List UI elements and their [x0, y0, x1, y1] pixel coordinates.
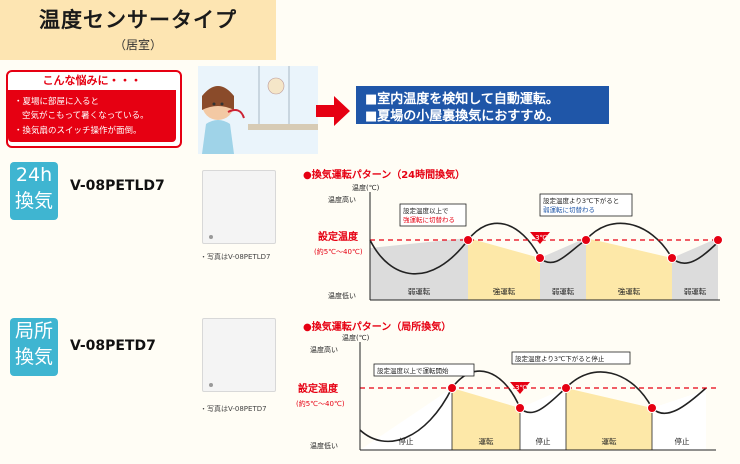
drop-badge-shape — [530, 232, 550, 244]
segment-fill-1 — [360, 388, 452, 450]
callout-down-box — [511, 351, 631, 365]
axis-high: 温度高い — [310, 345, 338, 354]
segment-fill-3 — [520, 388, 566, 450]
model-name-2: V-08PETD7 — [70, 338, 156, 354]
badge-24h-line-2: 換気 — [14, 190, 53, 212]
callout-down-box — [539, 193, 633, 217]
switch-point-2 — [515, 403, 525, 413]
segment-fill-5 — [652, 390, 706, 450]
worry-line-3: ・換気扇のスイッチ操作が面倒。 — [14, 126, 142, 136]
switch-point-5 — [713, 235, 723, 245]
switch-point-3 — [561, 383, 571, 393]
badge-24h: 24h 換気 — [10, 162, 58, 220]
segment-label-2: 運転 — [479, 437, 494, 446]
segment-label-4: 強運転 — [618, 286, 641, 296]
drop-badge-shape — [510, 382, 530, 394]
feature-line-1: ■室内温度を検知して自動運転。 — [365, 92, 559, 107]
product-photo-2 — [202, 318, 276, 392]
model-name-1: V-08PETLD7 — [70, 178, 165, 194]
callout-up-line-1: 設定温度以上で — [403, 206, 449, 215]
segment-label-1: 停止 — [399, 436, 414, 446]
segment-label-3: 弱運転 — [552, 287, 575, 296]
switch-point-3 — [581, 235, 591, 245]
switch-point-4 — [647, 403, 657, 413]
segment-fill-2 — [452, 388, 520, 450]
worry-body — [8, 90, 176, 142]
switch-point-2 — [535, 253, 545, 263]
callout-down-line-1: 設定温度より3℃下がると — [543, 196, 619, 205]
callout-down-line-1: 設定温度より3℃下がると停止 — [515, 354, 605, 363]
header-banner — [0, 0, 276, 60]
segment-label-1: 弱運転 — [408, 287, 431, 296]
axis-high: 温度高い — [328, 195, 356, 204]
pattern-title-1: ●換気運転パターン（24時間換気） — [303, 170, 466, 181]
photo-caption-2: ・写真はV-08PETD7 — [200, 405, 267, 413]
axis-label: 温度(℃) — [352, 183, 380, 192]
operation-chart-24h: -3℃ 設定温度以上で 強運転に切替わる 設定温度より3℃下がると 弱運転に切替… — [314, 183, 723, 301]
axis-low: 温度低い — [310, 441, 338, 450]
segment-fill-4 — [586, 238, 672, 300]
pattern-title-2: ●換気運転パターン（局所換気） — [303, 322, 452, 333]
callout-up-line-2: 強運転に切替わる — [403, 215, 455, 224]
switch-point-4 — [667, 253, 677, 263]
page-subtitle: （居室） — [113, 38, 162, 52]
feature-line-2: ■夏場の小屋裏換気におすすめ。 — [365, 109, 560, 124]
callout-up-line-1: 設定温度以上で運転開始 — [377, 366, 449, 375]
setpoint-label: 設定温度 — [318, 230, 359, 243]
drop-badge-text: -3℃ — [533, 234, 548, 242]
setpoint-range: (約5℃〜40℃) — [314, 247, 363, 256]
segment-label-5: 弱運転 — [684, 287, 707, 296]
hot-room-illustration — [198, 66, 318, 154]
worry-heading: こんな悩みに・・・ — [42, 74, 142, 87]
segment-label-4: 運転 — [602, 437, 617, 446]
setpoint-label: 設定温度 — [298, 382, 339, 395]
product-photo-1 — [202, 170, 276, 244]
badge-local: 局所 換気 — [10, 318, 58, 376]
callout-up-box — [373, 363, 475, 377]
photo-caption-1: ・写真はV-08PETLD7 — [200, 253, 271, 261]
badge-local-line-2: 換気 — [14, 346, 53, 368]
axis-low: 温度低い — [328, 291, 356, 300]
segment-fill-3 — [540, 238, 586, 300]
segment-label-3: 停止 — [536, 436, 551, 446]
badge-24h-line-1: 24h — [15, 164, 53, 186]
worry-line-1: ・夏場に部屋に入ると — [14, 97, 100, 107]
segment-label-5: 停止 — [675, 436, 690, 446]
right-arrow-icon — [316, 96, 350, 126]
segment-fill-2 — [468, 238, 540, 300]
segment-fill-4 — [566, 388, 652, 450]
feature-box — [356, 86, 609, 124]
setpoint-range: (約5℃〜40℃) — [296, 399, 345, 408]
axis-label: 温度(℃) — [342, 333, 370, 342]
callout-down-line-2: 弱運転に切替わる — [543, 205, 595, 214]
switch-point-1 — [463, 235, 473, 245]
drop-badge-text: -3℃ — [513, 384, 528, 392]
segment-fill-1 — [370, 238, 468, 300]
switch-point-1 — [447, 383, 457, 393]
badge-local-line-1: 局所 — [14, 320, 53, 342]
operation-chart-local: -3℃ 設定温度以上で運転開始 設定温度より3℃下がると停止 温度(℃) 温度高… — [296, 333, 716, 451]
worry-line-2: 空気がこもって暑くなっている。 — [22, 111, 149, 121]
callout-up-box — [399, 203, 467, 227]
segment-label-2: 強運転 — [493, 286, 516, 296]
page-title: 温度センサータイプ — [39, 8, 237, 32]
